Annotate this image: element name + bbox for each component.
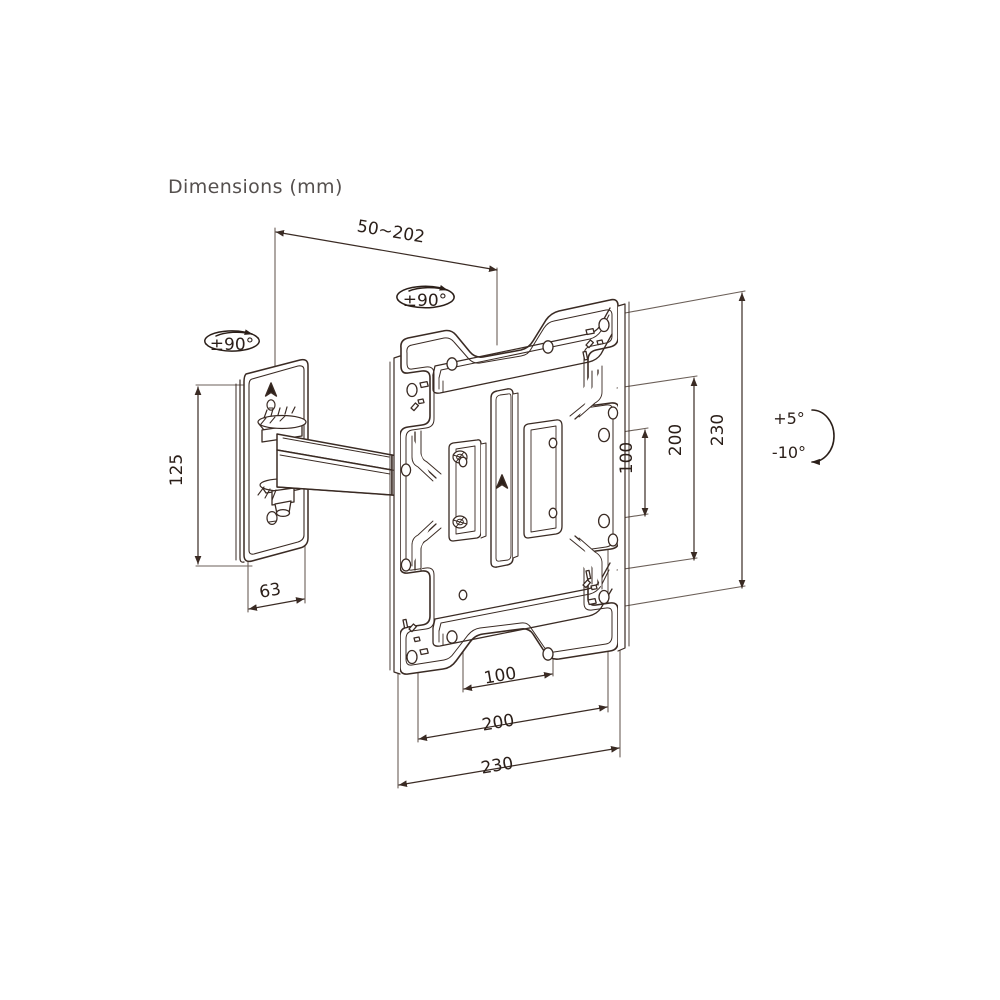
dim-label-63: 63 bbox=[258, 579, 283, 602]
dim-label-vesa-v200: 200 bbox=[666, 424, 686, 456]
swivel-label-bracket: ±90° bbox=[403, 291, 447, 311]
dim-label-vesa-h100: 100 bbox=[482, 664, 517, 689]
latch-screw-lower bbox=[452, 515, 468, 529]
wall-plate bbox=[235, 358, 309, 563]
page-title: Dimensions (mm) bbox=[168, 176, 343, 198]
mounting-holes bbox=[400, 317, 619, 665]
swivel-symbol-wall-plate bbox=[204, 329, 260, 352]
dim-label-plate-v230: 230 bbox=[708, 414, 728, 446]
dim-label-extension: 50~202 bbox=[355, 217, 426, 248]
tilt-symbol bbox=[811, 409, 835, 466]
dim-label-vesa-h200: 200 bbox=[480, 711, 515, 736]
rib-left-lower bbox=[411, 520, 442, 572]
dim-63-line bbox=[248, 597, 305, 611]
pivot-joint-upper bbox=[257, 406, 307, 443]
latch-plate bbox=[448, 439, 487, 542]
dim-extension-line bbox=[275, 230, 498, 272]
tilt-label-down: -10° bbox=[772, 443, 806, 462]
dim-h100-line bbox=[463, 672, 553, 691]
center-slot bbox=[490, 388, 519, 568]
dim-label-vesa-v100: 100 bbox=[617, 442, 637, 474]
swivel-symbol-bracket bbox=[396, 284, 455, 309]
display-bracket bbox=[389, 298, 630, 675]
dim-label-125: 125 bbox=[167, 454, 187, 486]
dim-h200-line bbox=[418, 705, 608, 741]
tilt-label-up: +5° bbox=[773, 409, 805, 428]
dim-h230-line bbox=[398, 746, 620, 787]
swivel-label-wall-plate: ±90° bbox=[210, 335, 254, 355]
center-panel-right bbox=[523, 419, 563, 539]
annotation-labels: ±90° ±90° +5° -10° bbox=[210, 291, 806, 462]
rib-right-upper bbox=[569, 365, 603, 420]
dimension-measures bbox=[194, 230, 746, 787]
rib-left-upper bbox=[411, 430, 442, 482]
dim-label-plate-h230: 230 bbox=[479, 754, 514, 779]
